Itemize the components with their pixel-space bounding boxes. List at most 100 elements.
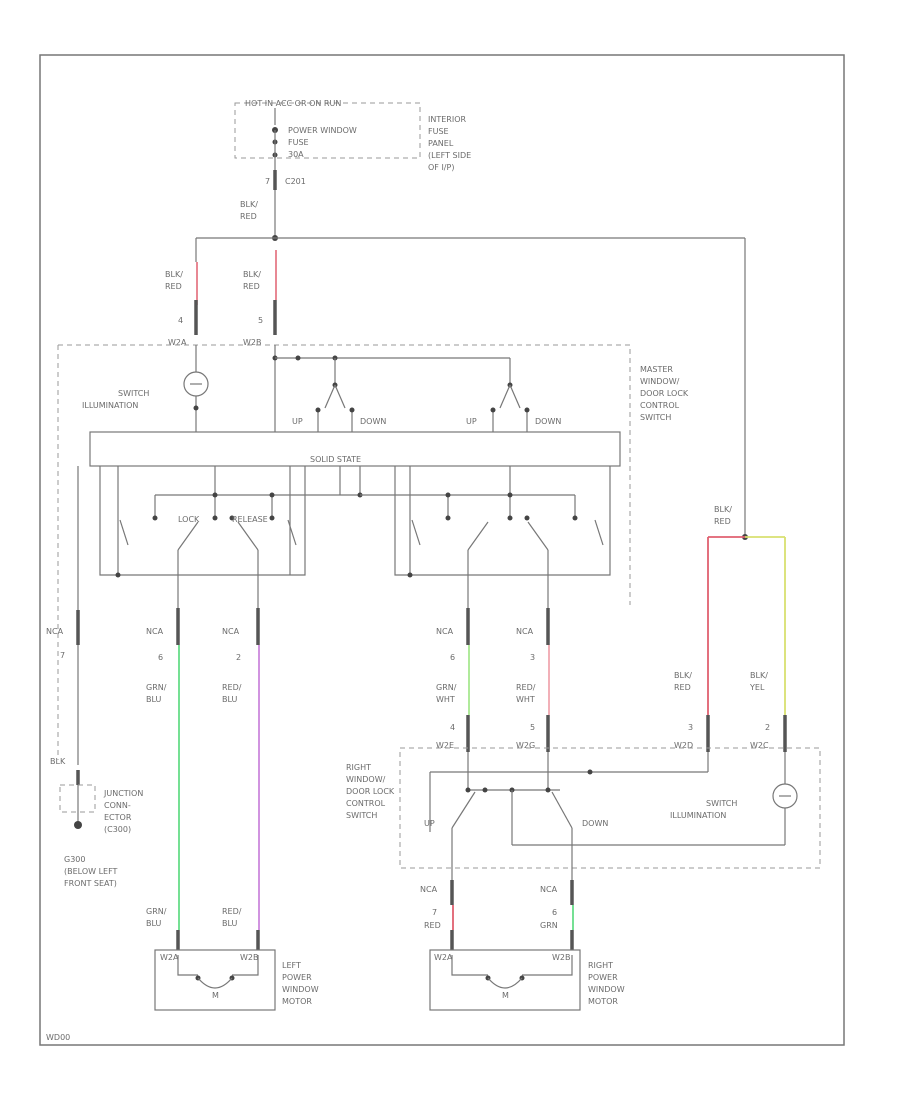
l-red-2: BLU [222, 695, 238, 704]
r-pin3: 3 [530, 653, 535, 662]
rsw-label-2: WINDOW/ [346, 775, 386, 784]
lm-red-2: BLU [222, 919, 238, 928]
panel-label-1: INTERIOR [428, 115, 467, 124]
fuse-label-1: POWER WINDOW [288, 126, 357, 135]
rm-grn: GRN [540, 921, 558, 930]
left-motor: W2A W2B M LEFT POWER WINDOW MOTOR [154, 930, 319, 1011]
lm-grn-1: GRN/ [146, 907, 167, 916]
rs-red-1: BLK/ [674, 671, 692, 680]
junction-4: (C300) [104, 825, 131, 834]
lmotor-2: POWER [282, 973, 312, 982]
rs-yel-2: YEL [749, 683, 765, 692]
ground-blk: BLK [50, 757, 66, 766]
ground-nca: NCA [46, 627, 64, 636]
junction-2: CONN- [104, 801, 131, 810]
fuse-label-2: FUSE [288, 138, 309, 147]
illum-label-1: SWITCH [118, 389, 149, 398]
up-label-2: UP [466, 417, 477, 426]
right-feed-1: BLK/ [714, 505, 732, 514]
release-label: RELEASE [232, 515, 268, 524]
mid-feed-2: RED [243, 282, 260, 291]
right-switch: RIGHT WINDOW/ DOOR LOCK CONTROL SWITCH U… [346, 747, 821, 880]
c201-label: C201 [285, 177, 306, 186]
lm-red-1: RED/ [222, 907, 242, 916]
solid-state-box [89, 431, 621, 467]
g300-2: (BELOW LEFT [64, 867, 118, 876]
rs-w2d: W2D [674, 741, 693, 750]
panel-label-4: (LEFT SIDE [428, 151, 471, 160]
r-nca: NCA [436, 627, 454, 636]
diagram-border [39, 54, 845, 1046]
rm-pin-a: W2A [434, 953, 453, 962]
rmotor-2: POWER [588, 973, 618, 982]
r-pin6: 6 [450, 653, 455, 662]
master-label-3: DOOR LOCK [640, 389, 689, 398]
rs-red-2: RED [674, 683, 691, 692]
master-label-2: WINDOW/ [640, 377, 680, 386]
junction-1: JUNCTION [103, 789, 143, 798]
lmotor-3: WINDOW [282, 985, 319, 994]
pin-5: 5 [258, 316, 263, 325]
master-label-1: MASTER [640, 365, 673, 374]
r-pin4: 4 [450, 723, 455, 732]
conn-w2a: W2A [168, 338, 187, 347]
r-red-2: WHT [516, 695, 535, 704]
rsw-illum-1: SWITCH [706, 799, 737, 808]
footer-code: WD00 [46, 1033, 70, 1042]
lmotor-4: MOTOR [282, 997, 312, 1006]
c201-pin: 7 [265, 177, 270, 186]
rsw-label-3: DOOR LOCK [346, 787, 395, 796]
lm-grn-2: BLU [146, 919, 162, 928]
rm-nca-2: NCA [540, 885, 558, 894]
rs-pin3: 3 [688, 723, 693, 732]
solid-state-label: SOLID STATE [310, 455, 361, 464]
master-label-4: CONTROL [640, 401, 680, 410]
rm-pin-b: W2B [552, 953, 571, 962]
pin-4: 4 [178, 316, 183, 325]
hot-label: HOT IN ACC OR ON RUN [245, 99, 341, 108]
conn-w2b: W2B [243, 338, 262, 347]
g300-3: FRONT SEAT) [64, 879, 117, 888]
panel-label-5: OF I/P) [428, 163, 454, 172]
rmotor-1: RIGHT [588, 961, 613, 970]
rs-w2c: W2C [750, 741, 769, 750]
rsw-illum-2: ILLUMINATION [670, 811, 726, 820]
rs-pin2: 2 [765, 723, 770, 732]
main-wire-1: BLK/ [240, 200, 258, 209]
g300-1: G300 [64, 855, 85, 864]
master-label-5: SWITCH [640, 413, 671, 422]
junction-3: ECTOR [104, 813, 132, 822]
rm-pin6: 6 [552, 908, 557, 917]
panel-label-2: FUSE [428, 127, 449, 136]
lmotor-1: LEFT [282, 961, 301, 970]
r-w2e: W2E [436, 741, 454, 750]
rsw-label-4: CONTROL [346, 799, 386, 808]
l-pin2: 2 [236, 653, 241, 662]
illum-label-2: ILLUMINATION [82, 401, 138, 410]
left-feed-2: RED [165, 282, 182, 291]
l-nca: NCA [146, 627, 164, 636]
lock-label: LOCK [178, 515, 200, 524]
rsw-label-5: SWITCH [346, 811, 377, 820]
rsw-up: UP [424, 819, 435, 828]
panel-label-3: PANEL [428, 139, 454, 148]
lm-pin-a: W2A [160, 953, 179, 962]
motor-icon-right: M [502, 991, 509, 1000]
r-nca-2: NCA [516, 627, 534, 636]
rm-nca: NCA [420, 885, 438, 894]
rs-yel-1: BLK/ [750, 671, 768, 680]
right-feed-2: RED [714, 517, 731, 526]
down-label-2: DOWN [535, 417, 561, 426]
rsw-down: DOWN [582, 819, 608, 828]
rm-pin7: 7 [432, 908, 437, 917]
l-red-1: RED/ [222, 683, 242, 692]
master-switch: MASTER WINDOW/ DOOR LOCK CONTROL SWITCH … [57, 344, 689, 760]
fuse-label-3: 30A [288, 150, 304, 159]
lm-pin-b: W2B [240, 953, 259, 962]
r-w2g: W2G [516, 741, 535, 750]
motor-icon-left: M [212, 991, 219, 1000]
right-motor: W2A W2B M RIGHT POWER WINDOW MOTOR [429, 930, 625, 1011]
rmotor-3: WINDOW [588, 985, 625, 994]
ground-icon [74, 821, 82, 829]
